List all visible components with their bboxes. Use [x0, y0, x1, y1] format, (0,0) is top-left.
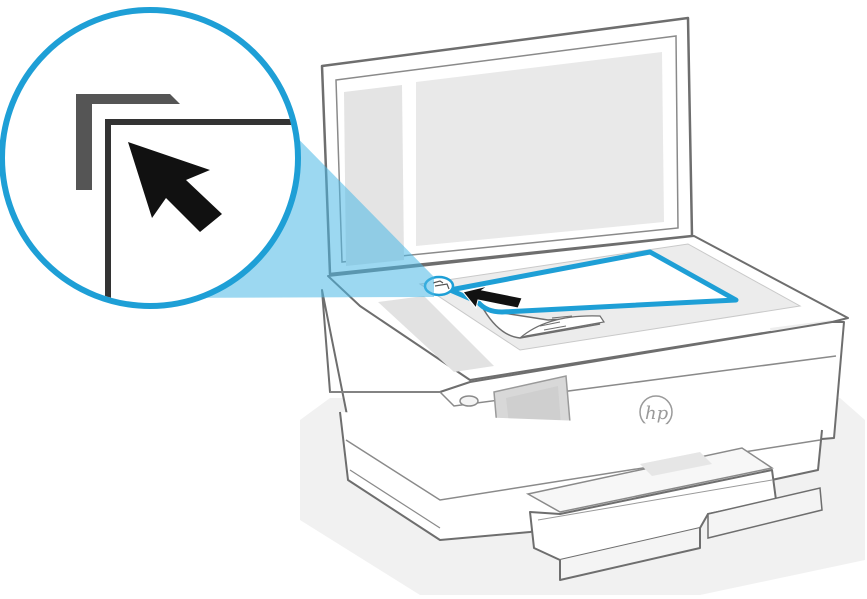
hp-logo: hp — [640, 396, 672, 428]
lid-pad — [416, 52, 664, 246]
zoom-circle-icon — [2, 10, 300, 306]
svg-text:hp: hp — [645, 403, 669, 424]
power-button — [460, 396, 478, 406]
